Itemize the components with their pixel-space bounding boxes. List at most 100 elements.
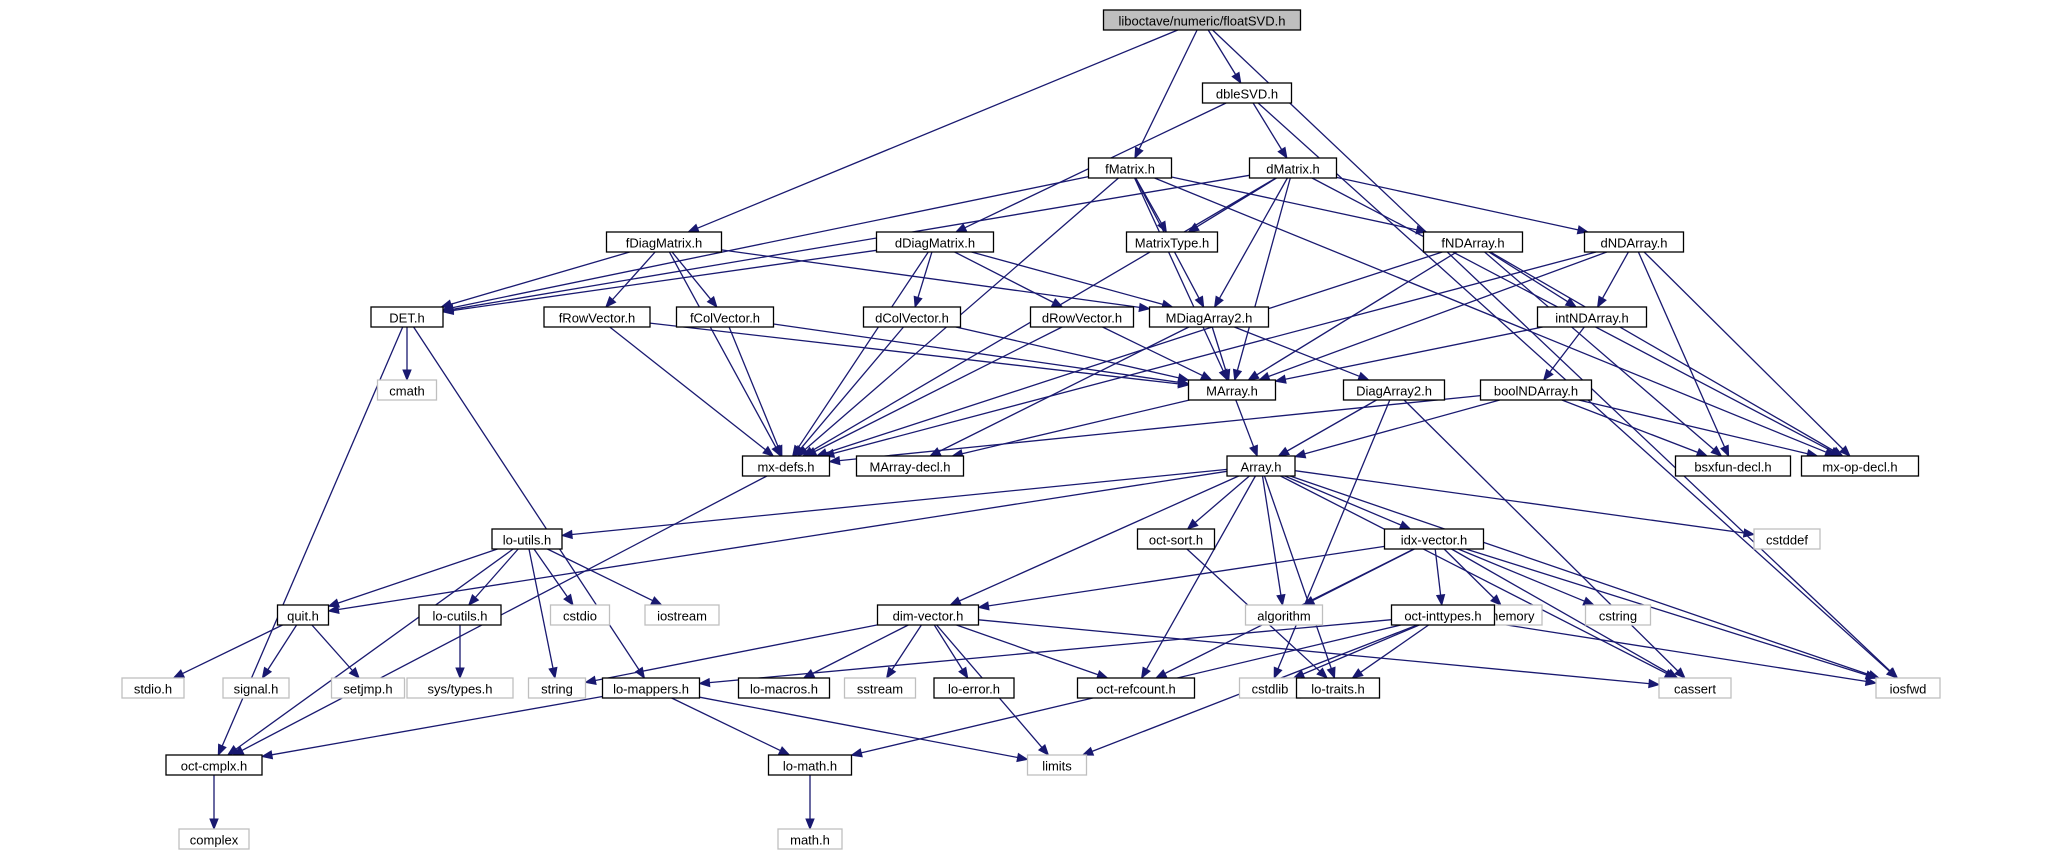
node-diminvector[interactable]: dim-vector.h [876, 604, 980, 626]
node-locutils[interactable]: lo-cutils.h [418, 604, 502, 626]
node-fColVector[interactable]: fColVector.h [675, 306, 775, 328]
node-label: dMatrix.h [1266, 162, 1319, 177]
edge-line [891, 624, 922, 670]
node-bsxfundecl[interactable]: bsxfun-decl.h [1674, 455, 1792, 477]
node-box [1674, 455, 1792, 477]
node-box [741, 455, 831, 477]
edge-arrowhead [1398, 520, 1412, 530]
node-box [933, 677, 1015, 699]
edge-arrowhead [828, 455, 841, 466]
node-box [276, 604, 330, 626]
node-box [1753, 528, 1821, 550]
edge-line [452, 249, 877, 312]
node-label: cstdlib [1252, 682, 1289, 697]
node-dRowVector[interactable]: dRowVector.h [1029, 306, 1135, 328]
node-box [1187, 379, 1277, 401]
edge-dMatrix-to-dNDArray [1336, 176, 1590, 235]
node-boolNDArray[interactable]: boolNDArray.h [1479, 379, 1593, 401]
node-MatrixType[interactable]: MatrixType.h [1125, 231, 1219, 253]
node-label: cmath [389, 384, 424, 399]
node-label: bsxfun-decl.h [1694, 460, 1771, 475]
node-lomappers[interactable]: lo-mappers.h [601, 677, 701, 699]
edge-line [1234, 326, 1360, 377]
edge-arrowhead [1357, 371, 1370, 381]
node-dDiagMatrix[interactable]: dDiagMatrix.h [875, 231, 995, 253]
node-idxvector[interactable]: idx-vector.h [1383, 528, 1485, 550]
edge-loutils-to-cstdio [533, 548, 574, 607]
edge-line [241, 475, 768, 751]
node-label: dRowVector.h [1042, 311, 1122, 326]
node-octrefcount[interactable]: oct-refcount.h [1076, 677, 1196, 699]
edge-line [337, 548, 498, 604]
node-mxopdecl[interactable]: mx-op-decl.h [1800, 455, 1920, 477]
node-box [222, 677, 290, 699]
node-fNDArray[interactable]: fNDArray.h [1422, 231, 1524, 253]
node-box [843, 677, 917, 699]
edge-DET-to-octcmplx [217, 326, 404, 757]
edge-arrowhead [773, 444, 783, 458]
edge-lomath-to-mathh [805, 775, 815, 831]
node-loerror[interactable]: lo-error.h [933, 677, 1015, 699]
node-box [777, 828, 843, 850]
edge-dDiagMatrix-to-dRowVector [954, 251, 1064, 308]
node-dMatrix[interactable]: dMatrix.h [1248, 157, 1338, 179]
node-DET[interactable]: DET.h [370, 306, 444, 328]
node-cassert: cassert [1658, 677, 1732, 699]
nodes-layer: liboctave/numeric/floatSVD.h dbleSVD.h fMa… [121, 9, 1941, 850]
node-dbleSVD[interactable]: dbleSVD.h [1201, 82, 1293, 104]
edge-dDiagMatrix-to-mxdefs [791, 251, 929, 458]
edge-arrowhead [634, 666, 646, 680]
edge-line [971, 251, 1163, 306]
edge-arrowhead [1247, 370, 1260, 381]
node-MArraydecl[interactable]: MArray-decl.h [855, 455, 965, 477]
node-fRowVector[interactable]: fRowVector.h [543, 306, 651, 328]
node-lomacros[interactable]: lo-macros.h [737, 677, 831, 699]
node-dColVector[interactable]: dColVector.h [862, 306, 962, 328]
edge-arrowhead [1665, 668, 1679, 679]
edge-idxvector-to-octinttypes [1434, 548, 1446, 607]
edge-line [800, 326, 904, 449]
node-dNDArray[interactable]: dNDArray.h [1583, 231, 1685, 253]
edge-arrowhead [1177, 373, 1190, 383]
edge-line [833, 251, 1597, 455]
node-MArray[interactable]: MArray.h [1187, 379, 1277, 401]
edge-line [1465, 548, 1867, 676]
node-octcmplx[interactable]: oct-cmplx.h [165, 754, 263, 776]
edge-root-to-fDiagMatrix [686, 29, 1179, 233]
edge-boolNDArray-to-Array [1293, 399, 1500, 459]
node-loutils[interactable]: lo-utils.h [491, 528, 563, 550]
edge-fNDArray-to-mxopdecl [1489, 251, 1844, 457]
edge-line [1263, 475, 1332, 669]
node-label: sstream [857, 682, 903, 697]
edge-arrowhead [1140, 666, 1151, 680]
node-quit[interactable]: quit.h [276, 604, 330, 626]
edge-intNDArray-to-MArray [1274, 326, 1543, 384]
edge-arrowhead [1695, 447, 1709, 457]
node-mxdefs[interactable]: mx-defs.h [741, 455, 831, 477]
edge-arrowhead [327, 604, 340, 615]
node-octsort[interactable]: oct-sort.h [1136, 528, 1216, 550]
node-fMatrix[interactable]: fMatrix.h [1087, 157, 1173, 179]
edge-boolNDArray-to-mxopdecl [1578, 399, 1819, 459]
node-lotraits[interactable]: lo-traits.h [1295, 677, 1381, 699]
edge-line [954, 251, 1054, 304]
node-box [1342, 379, 1446, 401]
node-Array[interactable]: Array.h [1226, 455, 1296, 477]
node-lomath[interactable]: lo-math.h [767, 754, 853, 776]
node-DiagArray2[interactable]: DiagArray2.h [1342, 379, 1446, 401]
node-label: mx-defs.h [757, 460, 814, 475]
edge-line [1218, 177, 1288, 299]
edge-line [1134, 177, 1224, 372]
node-octinttypes[interactable]: oct-inttypes.h [1390, 604, 1496, 626]
edge-line [452, 175, 1089, 309]
edge-root-to-dbleSVD [1207, 29, 1242, 85]
edge-dNDArray-to-intNDArray [1596, 251, 1629, 309]
node-fDiagMatrix[interactable]: fDiagMatrix.h [605, 231, 723, 253]
node-root[interactable]: liboctave/numeric/floatSVD.h [1102, 9, 1302, 31]
edge-fDiagMatrix-to-fColVector [671, 251, 718, 309]
node-label: memory [1488, 609, 1535, 624]
node-MDiagArray2[interactable]: MDiagArray2.h [1148, 306, 1270, 328]
node-label: limits [1042, 759, 1072, 774]
node-intNDArray[interactable]: intNDArray.h [1536, 306, 1648, 328]
